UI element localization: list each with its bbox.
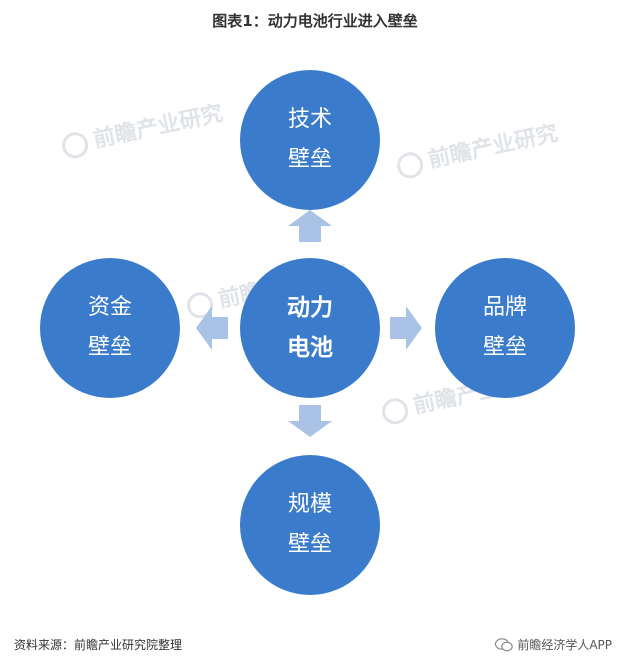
node-top: 技术 壁垒 [240, 70, 380, 210]
watermark: 前瞻产业研究 [393, 115, 560, 180]
node-bottom-line2: 壁垒 [287, 532, 332, 557]
node-top-line2: 壁垒 [287, 147, 332, 172]
node-left: 资金 壁垒 [40, 258, 180, 398]
node-right: 品牌 壁垒 [435, 258, 575, 398]
source-note: 资料来源：前瞻产业研究院整理 [14, 638, 183, 652]
watermark: 前瞻产业研究 [58, 95, 225, 160]
node-left-line1: 资金 [87, 295, 132, 320]
node-right-line1: 品牌 [482, 295, 527, 320]
arrow-right-icon [390, 306, 422, 350]
arrow-down-icon [288, 405, 332, 437]
figure-title: 图表1：动力电池行业进入壁垒 [212, 12, 418, 30]
node-center: 动力 电池 [240, 258, 380, 398]
node-center-line2: 电池 [287, 335, 333, 361]
node-bottom-line1: 规模 [287, 492, 332, 517]
node-bottom: 规模 壁垒 [240, 455, 380, 595]
node-right-line2: 壁垒 [482, 335, 527, 360]
brand-label: 前瞻经济学人APP [517, 638, 612, 652]
node-center-line1: 动力 [287, 295, 333, 321]
arrow-up-icon [288, 210, 332, 242]
node-left-line2: 壁垒 [87, 335, 132, 360]
arrow-left-icon [196, 306, 228, 350]
node-top-line1: 技术 [287, 107, 332, 132]
brand-badge: 前瞻经济学人APP [495, 636, 612, 653]
wechat-icon [495, 637, 514, 651]
